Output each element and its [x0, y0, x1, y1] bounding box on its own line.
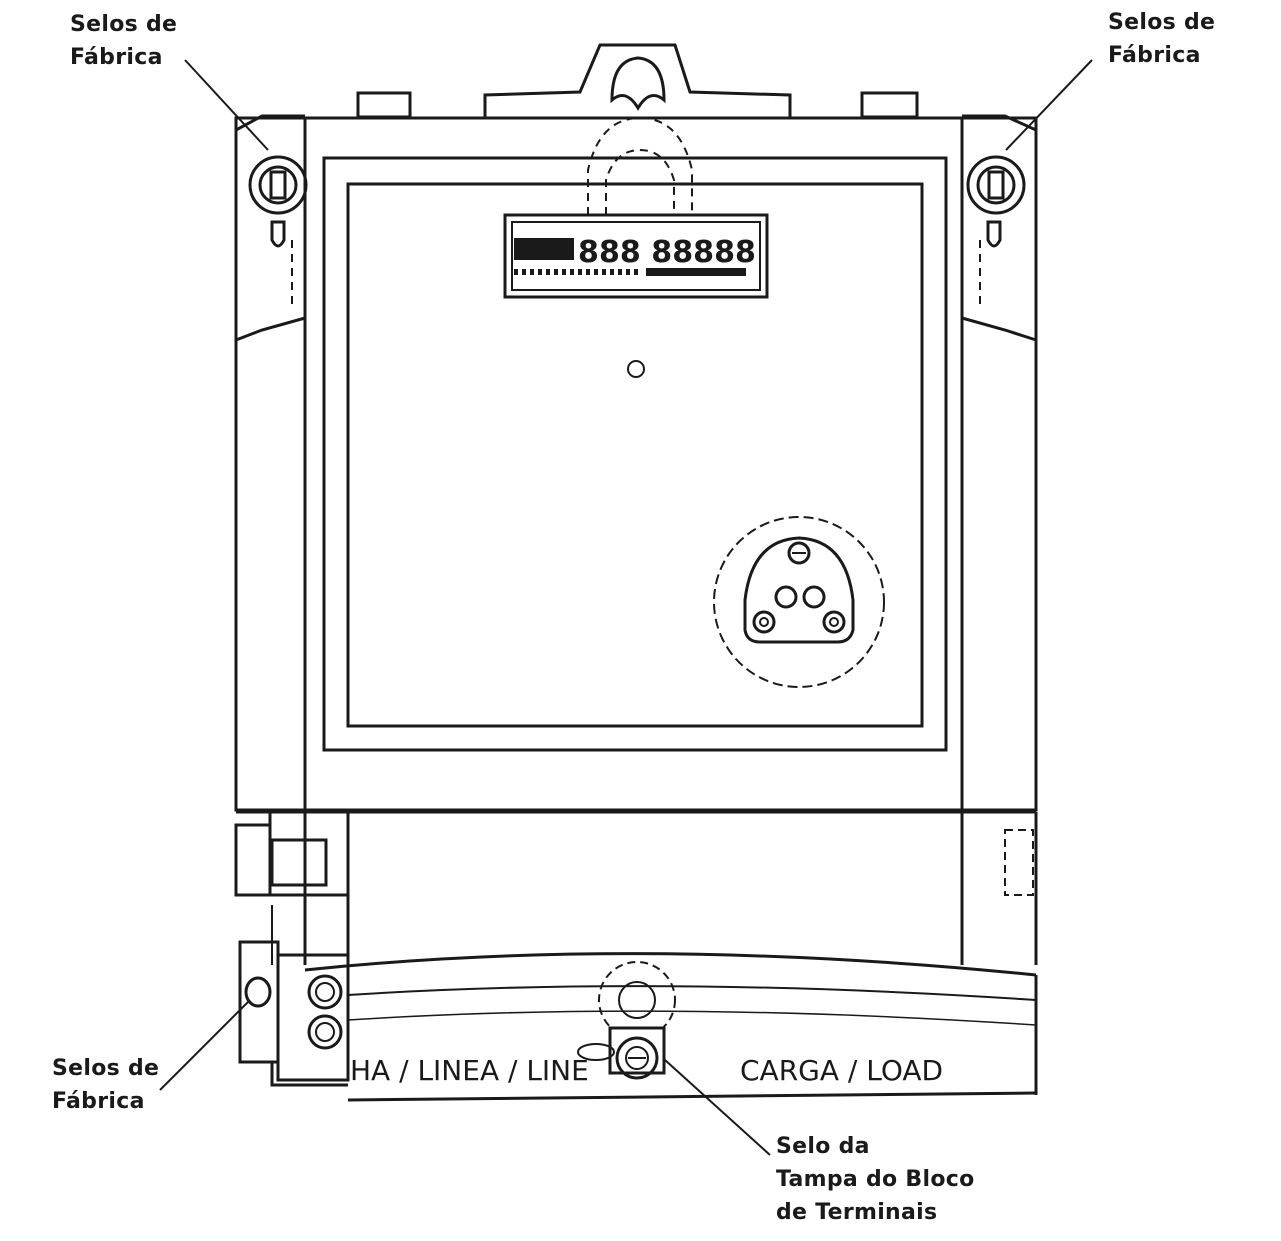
lcd-display — [503, 213, 769, 299]
leader-line-bottom-center — [664, 1059, 771, 1156]
right-mounting-clip — [1004, 829, 1034, 896]
leader-line-bottom-left — [159, 999, 251, 1091]
callout-line: Fábrica — [1108, 43, 1201, 68]
socket-outlet — [713, 516, 885, 688]
leader-line-top-right — [1005, 59, 1093, 151]
callout-line: Selos de — [70, 12, 178, 37]
top-tab-right — [860, 91, 919, 119]
callout-factory-seals-top-left: Selos de Fábrica — [70, 8, 177, 74]
line-terminal-label: HA / LINEA / LINE — [350, 1054, 589, 1087]
leader-line-top-left — [184, 59, 269, 151]
terminal-cover — [304, 952, 1038, 1102]
callout-line: Selo da — [776, 1134, 870, 1159]
left-mounting-clip — [234, 812, 348, 965]
top-hanger-bracket — [483, 43, 792, 215]
bottom-left-seal-tab — [238, 940, 350, 1087]
callout-line: Selos de — [1108, 10, 1216, 35]
callout-line: Fábrica — [52, 1089, 145, 1114]
optical-port-hole — [627, 360, 645, 378]
top-tab-left — [356, 91, 412, 119]
terminal-cover-seal — [577, 961, 676, 1080]
left-side-ear — [235, 114, 308, 342]
callout-line: Fábrica — [70, 45, 163, 70]
lcd-digits: 888 88888 — [578, 235, 756, 270]
front-cover-inner — [346, 182, 924, 728]
right-side-ear — [961, 114, 1037, 342]
front-cover-outer — [322, 156, 948, 752]
load-terminal-label: CARGA / LOAD — [740, 1054, 943, 1087]
callout-line: de Terminais — [776, 1200, 938, 1225]
callout-line: Selos de — [52, 1056, 160, 1081]
callout-factory-seals-top-right: Selos de Fábrica — [1108, 6, 1215, 72]
meter-body — [234, 116, 1038, 812]
callout-terminal-cover-seal: Selo da Tampa do Bloco de Terminais — [776, 1130, 975, 1229]
callout-line: Tampa do Bloco — [776, 1167, 975, 1192]
callout-factory-seals-bottom-left: Selos de Fábrica — [52, 1052, 159, 1118]
